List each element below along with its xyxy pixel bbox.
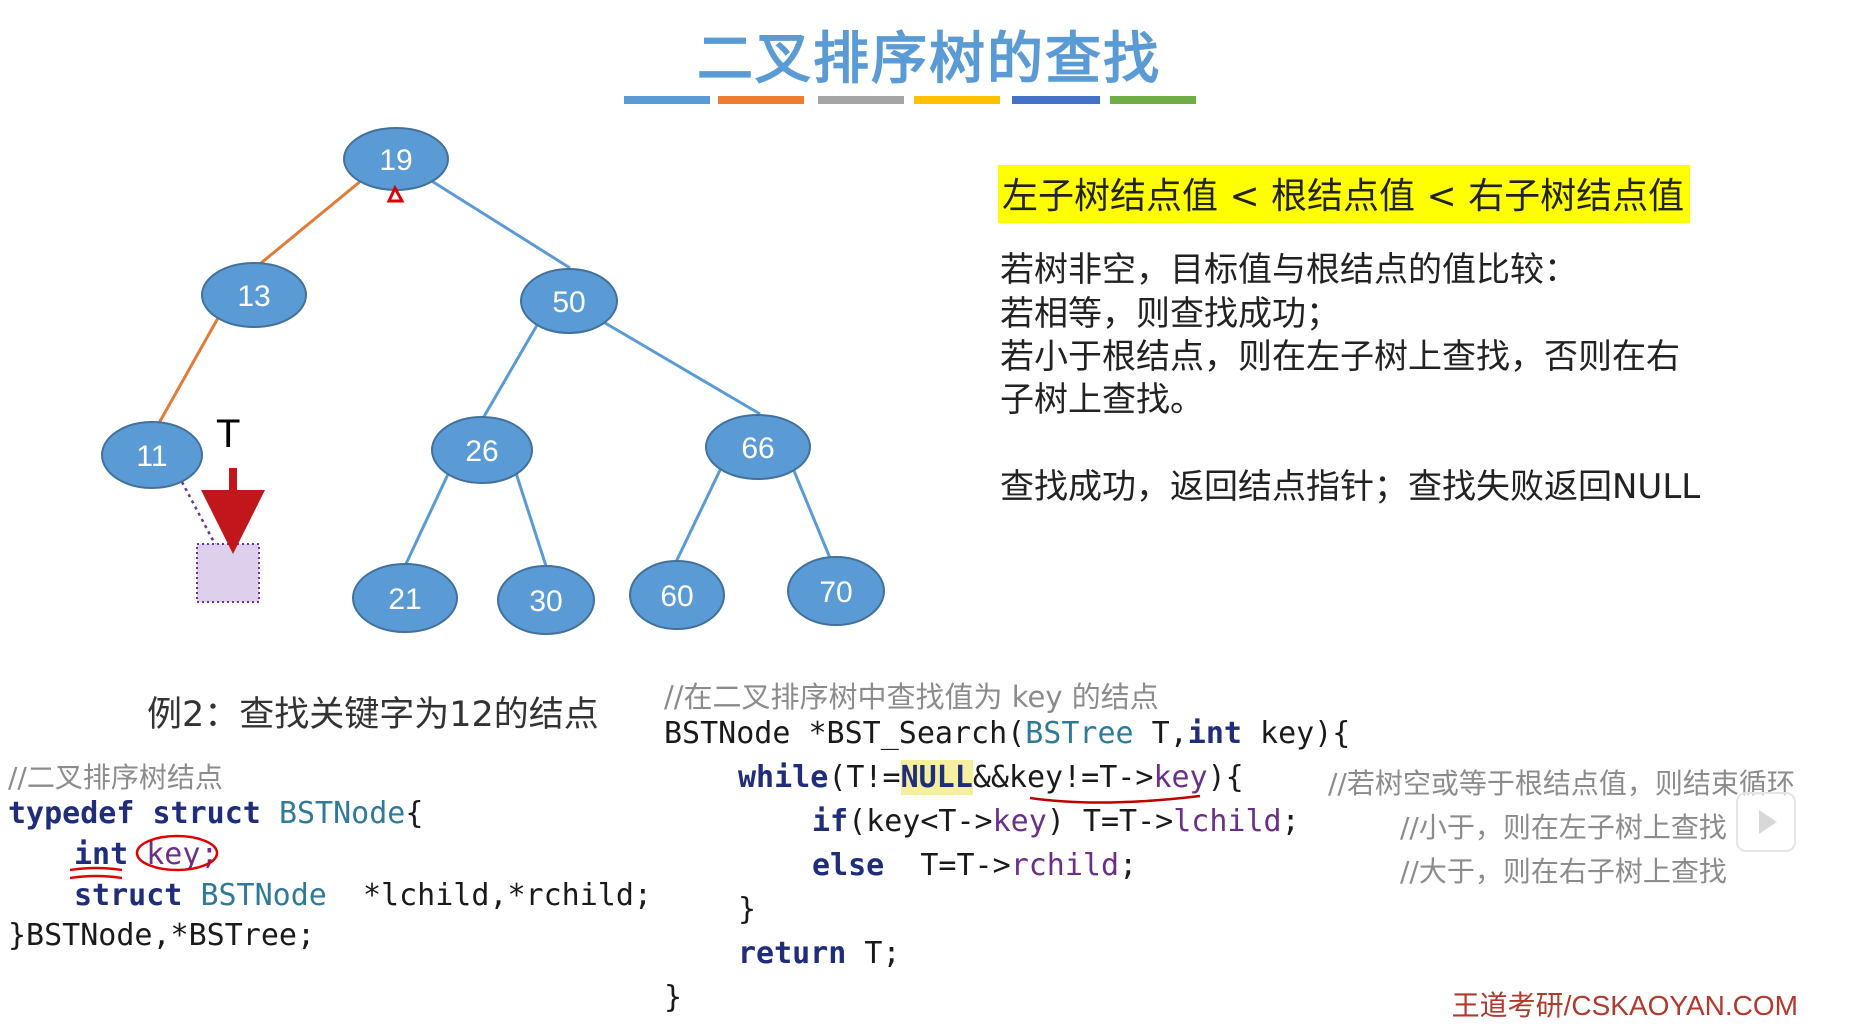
desc-line-3: 若小于根结点，则在左子树上查找，否则在右 [1000,337,1680,377]
color-bar-1 [624,96,710,104]
kw-int: int [1187,716,1242,751]
color-bar-6 [1110,96,1196,104]
code-text: T; [846,936,901,971]
bst-diagram: T 19 13 50 11 26 66 21 30 60 70 [101,127,885,635]
code-text: ) T=T-> [1046,804,1174,839]
node-label: 19 [379,144,412,177]
edge-26-21 [403,469,452,567]
kw-struct: struct [74,878,183,913]
node-30: 30 [497,565,595,635]
color-bar-5 [1012,96,1100,104]
edge-19-13 [254,178,363,270]
bst-property-highlight: 左子树结点值 < 根结点值 < 右子树结点值 [998,165,1691,223]
node-19: 19 [343,127,449,191]
edge-66-60 [674,465,724,563]
node-label: 50 [552,286,585,319]
node-label: 13 [237,280,270,313]
edge-50-26 [480,319,542,421]
watermark: 王道考研/CSKAOYAN.COM [1451,990,1798,1021]
search-line-5: } [738,892,757,927]
comment-if: //小于，则在左子树上查找 [1400,811,1727,844]
field-key: key [992,804,1047,839]
node-66: 66 [705,414,811,480]
node-11: 11 [101,421,203,489]
comment-else: //大于，则在右子树上查找 [1400,855,1727,888]
node-13: 13 [201,262,307,328]
struct-line-2: int key; [74,837,219,872]
example-label: 例2：查找关键字为12的结点 [147,695,599,735]
code-text: key){ [1241,716,1351,751]
edge-66-70 [790,465,832,559]
field-key: key [1153,760,1208,795]
code-text: { [405,796,424,831]
color-bar-2 [718,96,804,104]
type-bstnode: BSTNode [278,796,406,831]
node-60: 60 [629,560,725,630]
struct-line-3: struct BSTNode *lchild,*rchild; [74,878,652,913]
desc-line-2: 若相等，则查找成功； [1000,294,1340,334]
search-line-4: else T=T->rchild; [812,848,1137,883]
node-26: 26 [431,416,533,484]
kw-if: if [812,804,849,839]
slide-title: 二叉排序树的查找 [697,27,1161,92]
kw-typedef: typedef [8,796,135,831]
type-bstnode: BSTNode [200,878,327,913]
desc-line-5: 查找成功，返回结点指针；查找失败返回NULL [1000,467,1701,507]
edge-50-66 [599,318,761,416]
edge-19-50 [429,178,571,270]
color-bar-3 [818,96,904,104]
red-annotation-mark [1029,794,1201,804]
code-text: ; [1119,848,1138,883]
field-lchild: lchild [1173,804,1282,839]
node-label: 30 [529,585,562,618]
code-text: *lchild,*rchild; [363,878,652,913]
edge-26-30 [513,469,548,567]
pointer-t-label: T [216,412,240,456]
red-annotation-mark [69,834,219,880]
edge-13-11 [152,317,220,433]
field-rchild: rchild [1010,848,1120,883]
node-50: 50 [520,268,618,334]
play-icon[interactable] [1736,792,1796,852]
code-text: (T!= [828,760,901,795]
code-text: &&key!=T-> [972,760,1154,795]
search-line-1: BSTNode *BST_Search(BSTree T,int key){ [664,716,1350,751]
node-label: 21 [388,583,421,616]
search-line-3: if(key<T->key) T=T->lchild; [812,804,1300,839]
struct-line-4: }BSTNode,*BSTree; [8,918,316,953]
kw-null: NULL [900,760,973,795]
struct-comment: //二叉排序树结点 [8,761,223,794]
code-text: T=T-> [884,848,1011,883]
code-text: ){ [1207,760,1244,795]
red-annotation-mark [386,184,405,203]
code-text: BSTNode *BST_Search( [664,716,1026,751]
search-line-6: return T; [738,936,901,971]
null-child-box [196,543,260,603]
code-text: ; [1281,804,1300,839]
desc-line-4: 子树上查找。 [1000,380,1204,420]
search-line-2: while(T!=NULL&&key!=T->key){ [738,760,1244,795]
desc-line-1: 若树非空，目标值与根结点的值比较： [1000,250,1578,290]
node-label: 11 [136,440,167,473]
color-bar-4 [914,96,1000,104]
type-bstree: BSTree [1025,716,1134,751]
node-label: 70 [819,576,852,609]
search-comment: //在二叉排序树中查找值为 key 的结点 [664,680,1159,714]
code-text: (key<T-> [848,804,993,839]
null-edge [180,481,218,547]
node-21: 21 [352,563,458,633]
struct-line-1: typedef struct BSTNode{ [8,796,423,831]
kw-int: int [74,837,129,872]
search-line-7: } [664,980,683,1015]
node-label: 60 [660,580,693,613]
code-text: T, [1133,716,1188,751]
kw-while: while [738,760,829,795]
node-70: 70 [787,556,885,626]
kw-struct: struct [152,796,261,831]
kw-else: else [812,848,885,883]
node-label: 66 [741,432,774,465]
node-label: 26 [465,435,498,468]
kw-return: return [738,936,847,971]
comment-while: //若树空或等于根结点值，则结束循环 [1328,767,1795,800]
